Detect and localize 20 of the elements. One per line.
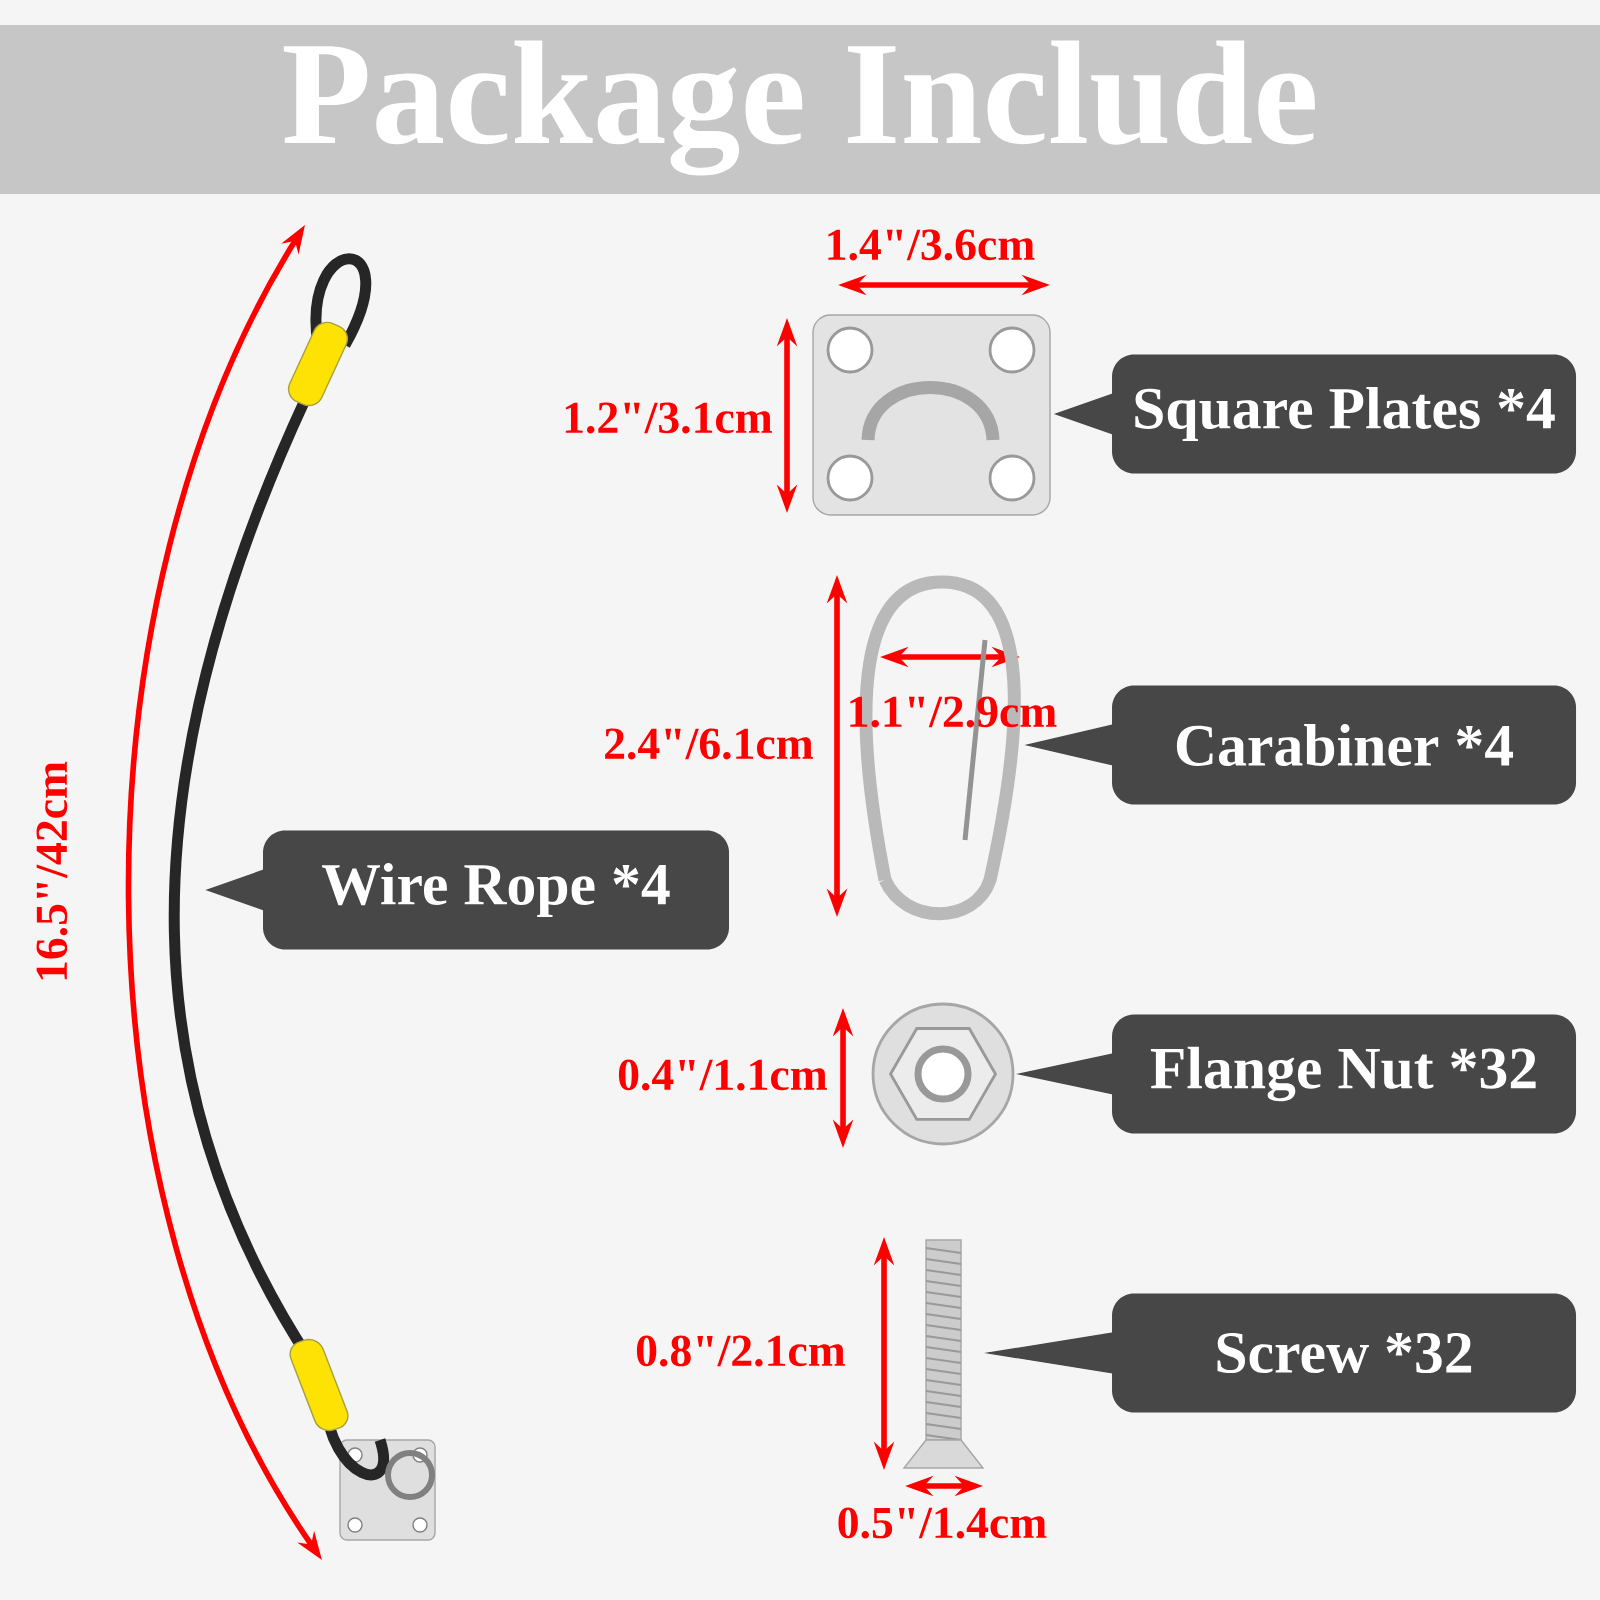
callout-pointer [1016,1053,1115,1095]
callout-pointer [984,1332,1115,1374]
callout-box: Screw *32 [1112,1293,1577,1413]
callout-box: Wire Rope *4 [263,830,729,950]
dimension-label: 0.4"/1.1cm [618,1059,827,1091]
flange-nut-drawing [871,1002,1015,1146]
callout-box: Square Plates *4 [1112,354,1577,474]
dimension-label: 0.8"/2.1cm [636,1335,845,1367]
callout-pointer [205,869,265,911]
callout-box: Flange Nut *32 [1112,1014,1577,1134]
dimension-label: 1.4"/3.6cm [828,229,1035,261]
dimension-label: 1.1"/2.9cm [850,696,1057,728]
dimension-label: 16.5"/42cm [36,761,68,980]
dimension-label: 1.2"/3.1cm [565,402,772,434]
title-band: Package Include [0,24,1600,194]
callout-box: Carabiner *4 [1112,685,1577,805]
square-plate-drawing [812,314,1051,516]
callout-pointer [1024,724,1115,766]
dimension-label: 2.4"/6.1cm [605,728,813,760]
dimension-label: 0.5"/1.4cm [838,1507,1047,1539]
